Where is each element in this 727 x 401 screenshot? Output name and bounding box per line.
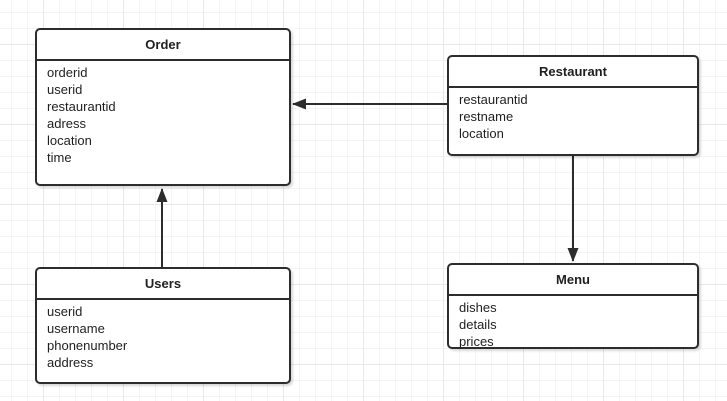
entity-restaurant-field-restname[interactable]: restname <box>459 109 514 124</box>
entity-order-title[interactable]: Order <box>37 30 289 61</box>
entity-order-field-userid[interactable]: userid <box>47 82 83 97</box>
entity-menu[interactable]: Menu dishes details prices <box>447 263 699 349</box>
entity-order-field-time[interactable]: time <box>47 150 72 165</box>
entity-order[interactable]: Order orderid userid restaurantid adress… <box>35 28 291 186</box>
entity-users-field-userid[interactable]: userid <box>47 304 83 319</box>
entity-order-field-location[interactable]: location <box>47 133 92 148</box>
entity-menu-title[interactable]: Menu <box>449 265 697 296</box>
entity-restaurant-field-restaurantid[interactable]: restaurantid <box>459 92 528 107</box>
entity-order-fields: orderid userid restaurantid adress locat… <box>37 61 289 166</box>
entity-users-field-address[interactable]: address <box>47 355 94 370</box>
entity-users-fields: userid username phonenumber address <box>37 300 289 371</box>
entity-menu-field-prices[interactable]: prices <box>459 334 494 349</box>
entity-users-title[interactable]: Users <box>37 269 289 300</box>
entity-menu-field-details[interactable]: details <box>459 317 497 332</box>
entity-restaurant[interactable]: Restaurant restaurantid restname locatio… <box>447 55 699 156</box>
entity-menu-field-dishes[interactable]: dishes <box>459 300 497 315</box>
entity-restaurant-field-location[interactable]: location <box>459 126 504 141</box>
entity-order-field-orderid[interactable]: orderid <box>47 65 88 80</box>
entity-restaurant-fields: restaurantid restname location <box>449 88 697 142</box>
entity-menu-fields: dishes details prices <box>449 296 697 350</box>
entity-users-field-username[interactable]: username <box>47 321 105 336</box>
entity-order-field-adress[interactable]: adress <box>47 116 87 131</box>
entity-restaurant-title[interactable]: Restaurant <box>449 57 697 88</box>
entity-order-field-restaurantid[interactable]: restaurantid <box>47 99 116 114</box>
entity-users-field-phonenumber[interactable]: phonenumber <box>47 338 128 353</box>
entity-users[interactable]: Users userid username phonenumber addres… <box>35 267 291 384</box>
